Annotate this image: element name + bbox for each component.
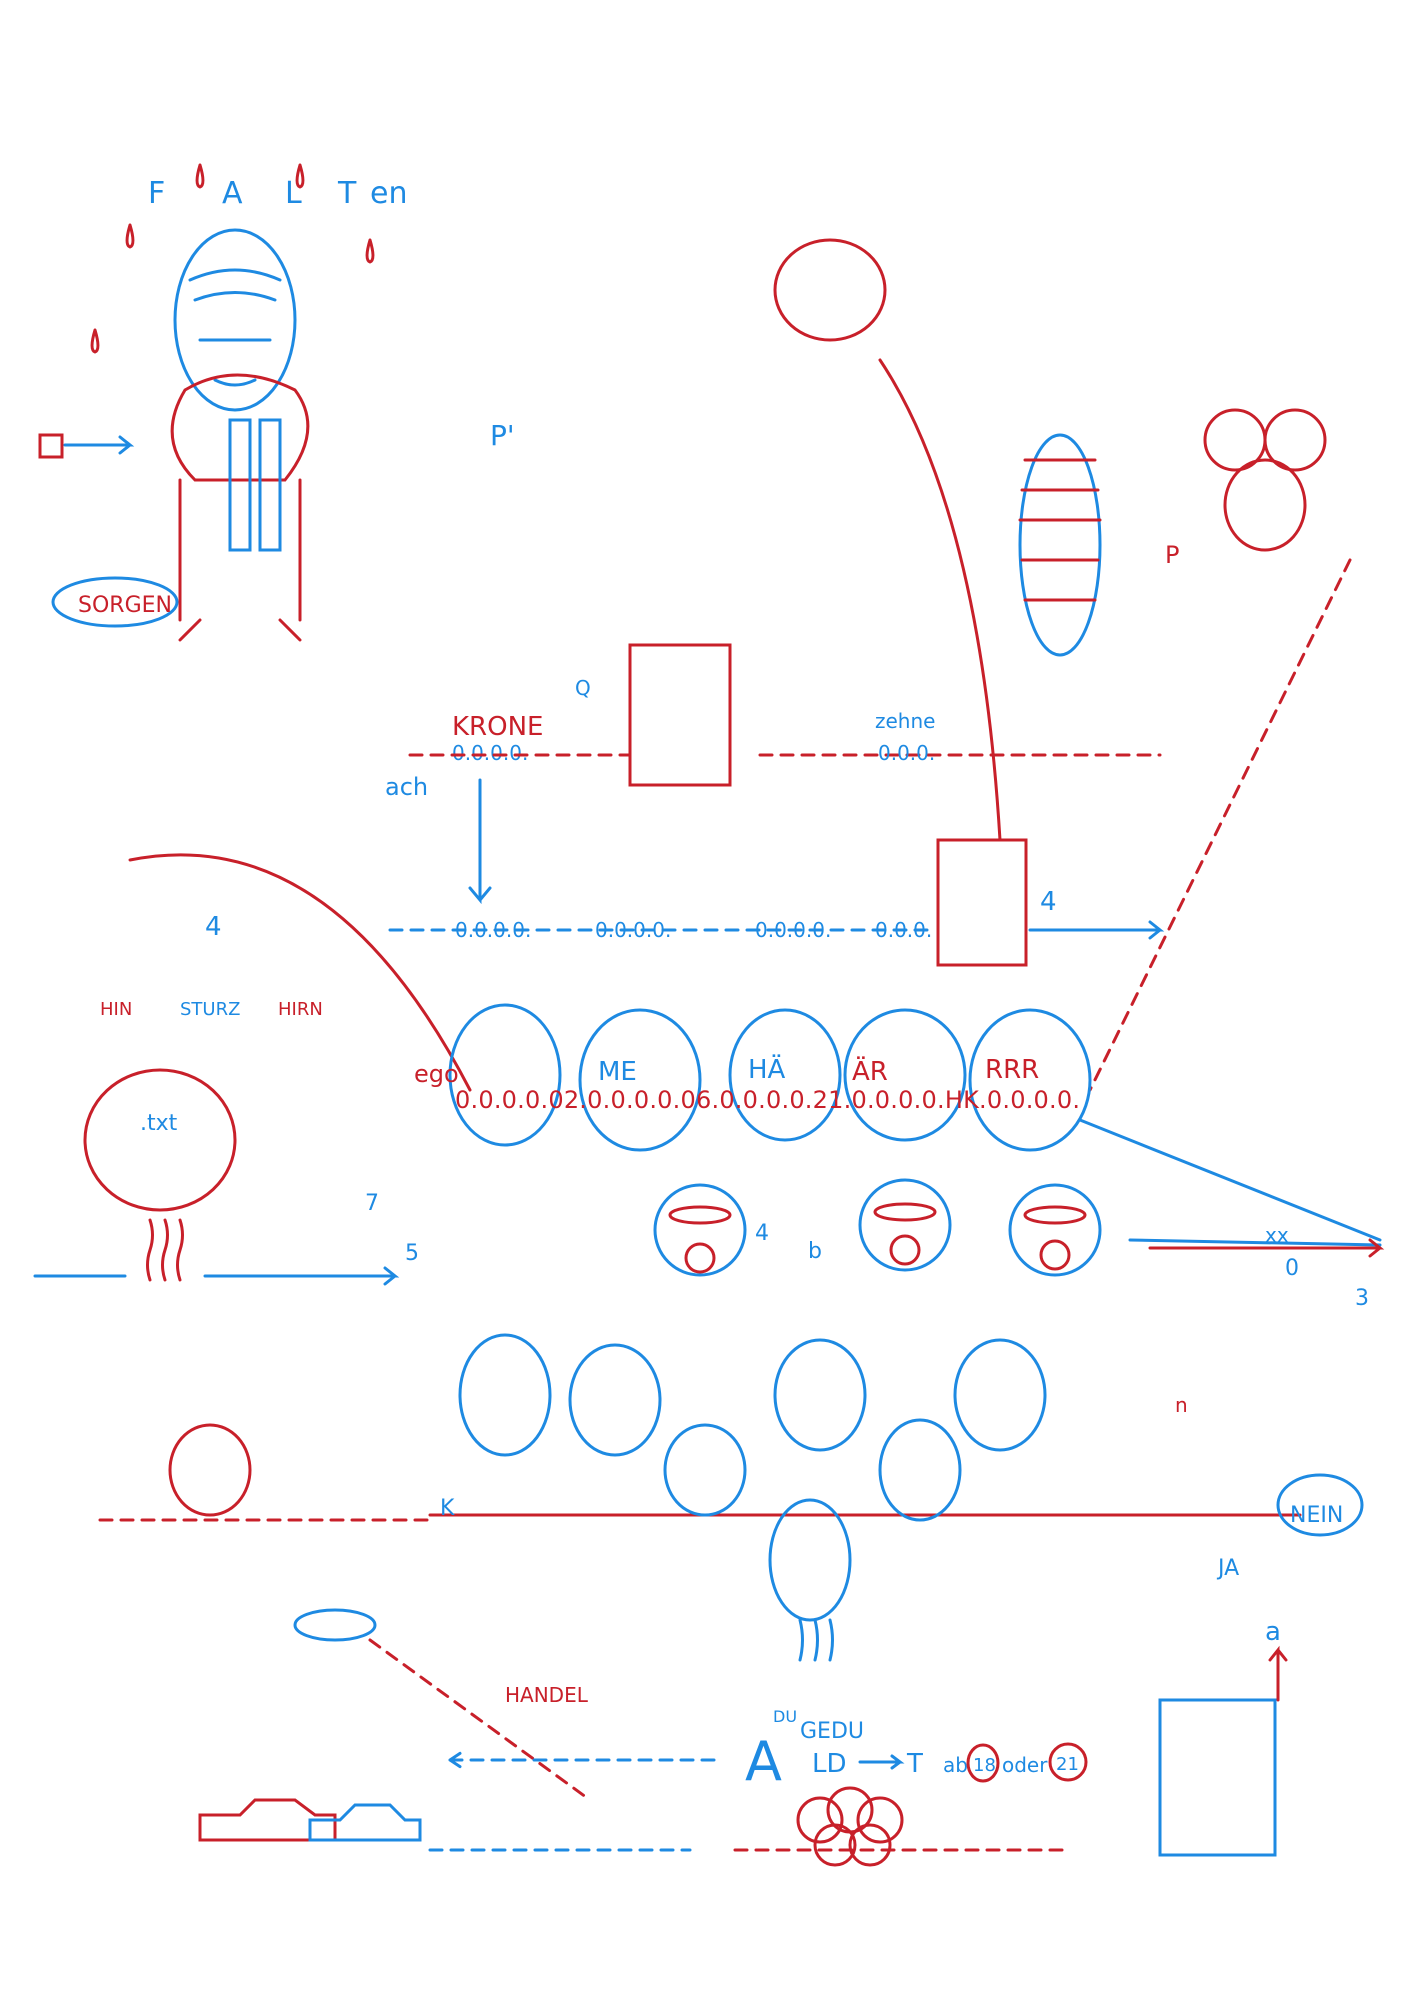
dashed-arrow bbox=[448, 1750, 722, 1770]
big-a-label: A bbox=[745, 1730, 782, 1793]
title-letter: A bbox=[222, 176, 243, 211]
n21-label: 21 bbox=[1056, 1754, 1079, 1775]
t-label: T bbox=[906, 1749, 923, 1779]
txt-label: .txt bbox=[140, 1111, 178, 1136]
zehne-label: zehne bbox=[875, 709, 935, 733]
hae-label: HÄ bbox=[748, 1053, 786, 1085]
a-label: a bbox=[1265, 1617, 1281, 1647]
number-label: 5 bbox=[405, 1241, 419, 1266]
hirn-label: HIRN bbox=[278, 999, 323, 1020]
vase-row bbox=[168, 1333, 1047, 1662]
handel-label: HANDEL bbox=[505, 1683, 589, 1707]
arrow bbox=[858, 1754, 905, 1770]
hin-label: HIN bbox=[100, 999, 132, 1020]
sorgen-bottle: SORGEN bbox=[51, 576, 179, 628]
du-label: DU bbox=[773, 1707, 797, 1726]
title-faltern: F A L T en bbox=[148, 176, 407, 211]
p-label: P bbox=[1165, 541, 1179, 569]
number-label: 4 bbox=[755, 1221, 769, 1246]
ab-label: ab bbox=[943, 1753, 968, 1777]
small-box bbox=[38, 433, 64, 459]
dashed-arrow bbox=[368, 1638, 592, 1802]
krone-code: 0.0.0.0. bbox=[452, 741, 528, 765]
drop-marks bbox=[90, 163, 375, 354]
title-letter: T bbox=[337, 176, 357, 211]
handel-sign: HANDEL bbox=[505, 1683, 589, 1707]
ego-label: ego bbox=[414, 1060, 459, 1088]
faces-row bbox=[653, 1178, 1102, 1277]
mid-code: 0.0.0.0. bbox=[455, 918, 531, 942]
number-label: 4 bbox=[205, 912, 222, 942]
sorgen-label: SORGEN bbox=[78, 593, 172, 618]
xx-label: xx bbox=[1265, 1223, 1289, 1247]
main-code-sequence: 0.0.0.0.02.0.0.0.0.06.0.0.0.0.21.0.0.0.0… bbox=[455, 1086, 1080, 1114]
q-label: Q bbox=[575, 676, 591, 700]
zehne-code: 0.0.0. bbox=[878, 741, 935, 765]
mouse-head bbox=[1203, 408, 1327, 552]
title-letter: L bbox=[285, 176, 302, 211]
mid-code: 0.0.0. bbox=[875, 918, 932, 942]
aer-label: ÄR bbox=[852, 1055, 888, 1087]
number-label: n bbox=[1175, 1393, 1188, 1417]
rrr-label: RRR bbox=[985, 1055, 1039, 1085]
nein-label: NEIN bbox=[1290, 1503, 1343, 1528]
arrow bbox=[1028, 920, 1165, 940]
gedu-label: GEDU bbox=[800, 1719, 864, 1744]
mid-code: 0.0.0.0. bbox=[595, 918, 671, 942]
balloon-head bbox=[773, 238, 887, 342]
zero-label: 0 bbox=[1285, 1256, 1299, 1281]
line bbox=[1078, 1118, 1382, 1247]
number-label: b bbox=[808, 1239, 822, 1264]
framed-head-box bbox=[936, 838, 1028, 967]
figure-faltern bbox=[170, 228, 310, 642]
nein-bubble: NEIN bbox=[1276, 1473, 1364, 1537]
arrow-down bbox=[468, 778, 492, 905]
vase-head: .txt bbox=[83, 1068, 237, 1282]
krone-label: KRONE bbox=[452, 712, 543, 742]
me-label: ME bbox=[598, 1057, 637, 1087]
steaming-dish bbox=[293, 1608, 377, 1642]
n18-label: 18 bbox=[973, 1755, 996, 1776]
curve-line bbox=[128, 853, 472, 1092]
arrow bbox=[63, 435, 135, 455]
ja-label: JA bbox=[1216, 1556, 1239, 1581]
striped-pod bbox=[1018, 433, 1102, 657]
glass-box bbox=[1158, 1698, 1277, 1857]
oder-label: oder bbox=[1002, 1753, 1048, 1777]
head-row bbox=[448, 1003, 1092, 1152]
sturz-label: STURZ bbox=[180, 999, 240, 1020]
ach-label: ach bbox=[385, 773, 428, 801]
arrow bbox=[1148, 1238, 1385, 1258]
arrow-up bbox=[1268, 1645, 1288, 1702]
mid-code: 0.0.0.0. bbox=[755, 918, 831, 942]
car bbox=[198, 1798, 422, 1842]
number-label: 3 bbox=[1355, 1286, 1369, 1311]
title-letter: F bbox=[148, 176, 165, 211]
number-label: 4 bbox=[1040, 887, 1057, 917]
bubble-cluster bbox=[796, 1786, 904, 1867]
arrow bbox=[33, 1266, 400, 1286]
k-label: K bbox=[440, 1496, 455, 1521]
circle-18 bbox=[966, 1743, 1000, 1783]
dashed-arrow bbox=[1088, 558, 1352, 1092]
p-prime-label: P' bbox=[490, 419, 515, 452]
circle-21 bbox=[1048, 1742, 1088, 1782]
number-label: 7 bbox=[365, 1191, 379, 1216]
ld-label: LD bbox=[812, 1749, 847, 1779]
balloon-string bbox=[878, 358, 1002, 842]
framed-head-box bbox=[628, 643, 732, 787]
title-letter: en bbox=[370, 176, 407, 211]
